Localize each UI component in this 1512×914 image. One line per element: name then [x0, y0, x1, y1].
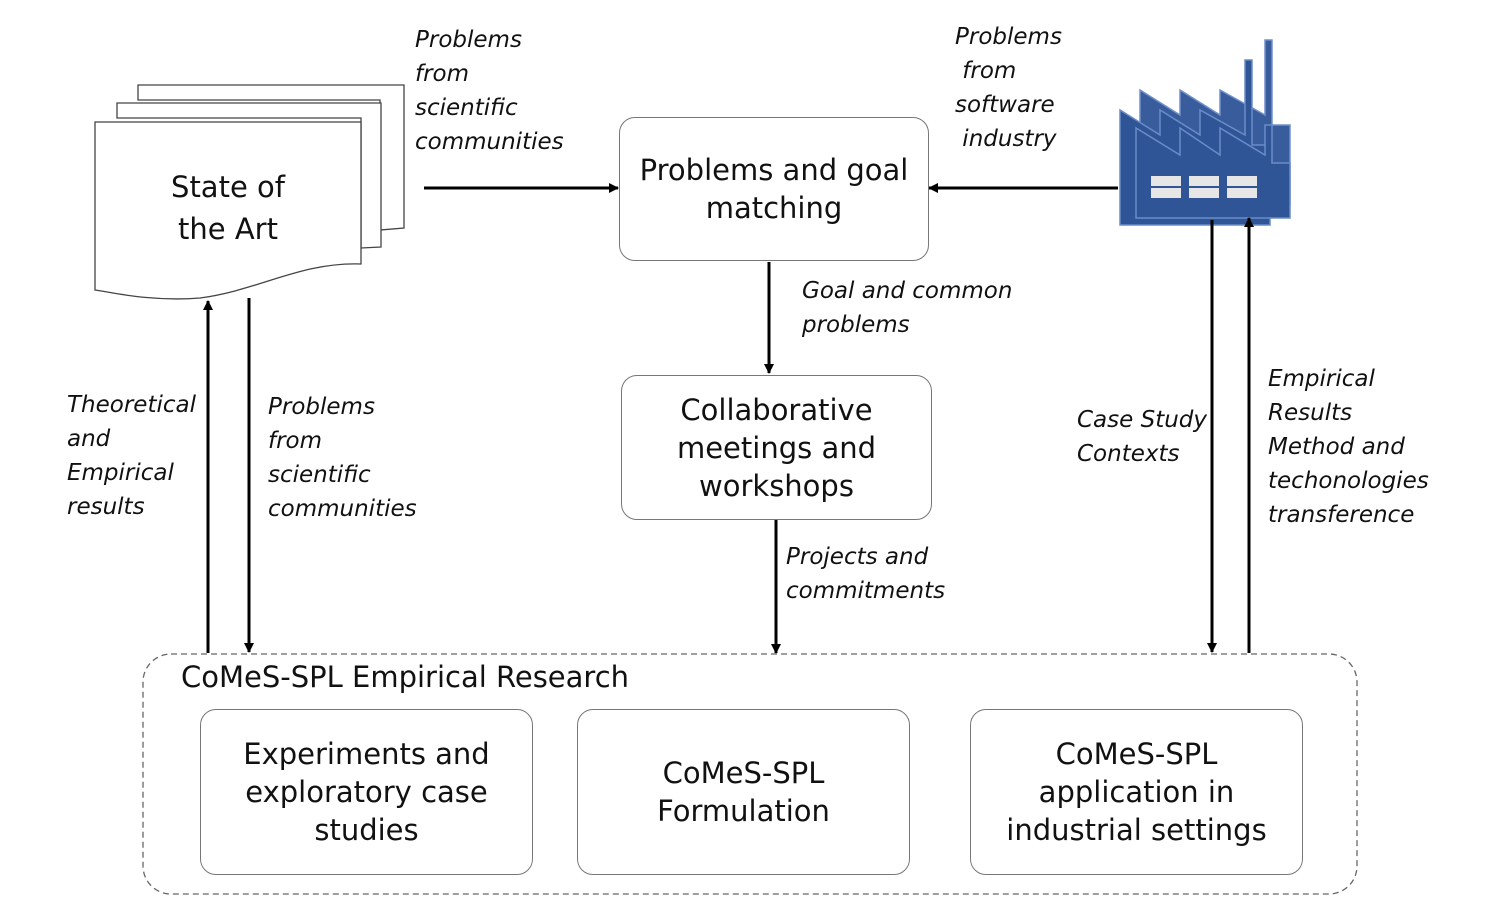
formulation-node[interactable]: CoMeS-SPL Formulation — [577, 709, 910, 875]
label-theoretical-results: Theoretical and Empirical results — [67, 392, 196, 520]
label-goal-common: Goal and common problems — [802, 278, 1013, 338]
state-of-art-label: State of the Art — [171, 170, 285, 246]
experiments-node[interactable]: Experiments and exploratory case studies — [200, 709, 533, 875]
formulation-label: CoMeS-SPL Formulation — [657, 756, 830, 828]
empirical-research-container — [142, 653, 1358, 895]
container-title: CoMeS-SPL Empirical Research — [181, 660, 630, 694]
label-sci-to-problems: Problems from scientific communities — [415, 27, 564, 155]
application-label: CoMeS-SPL application in industrial sett… — [1006, 737, 1267, 847]
collaborative-meetings-node[interactable]: Collaborative meetings and workshops — [621, 375, 932, 520]
label-industry-to-problems: Problems from software industry — [955, 24, 1062, 152]
label-case-study: Case Study Contexts — [1077, 407, 1208, 467]
application-node[interactable]: CoMeS-SPL application in industrial sett… — [970, 709, 1303, 875]
experiments-label: Experiments and exploratory case studies — [243, 737, 490, 847]
problems-goal-node[interactable]: Problems and goal matching — [619, 117, 929, 261]
label-projects-commitments: Projects and commitments — [786, 544, 946, 604]
collaborative-meetings-label: Collaborative meetings and workshops — [676, 392, 877, 503]
label-sci-down: Problems from scientific communities — [268, 394, 417, 522]
document-stack-icon — [94, 84, 405, 300]
problems-goal-label: Problems and goal matching — [639, 153, 909, 225]
label-empirical-results: Empirical Results Method and techonologi… — [1268, 366, 1429, 528]
factory-icon — [1119, 39, 1291, 226]
